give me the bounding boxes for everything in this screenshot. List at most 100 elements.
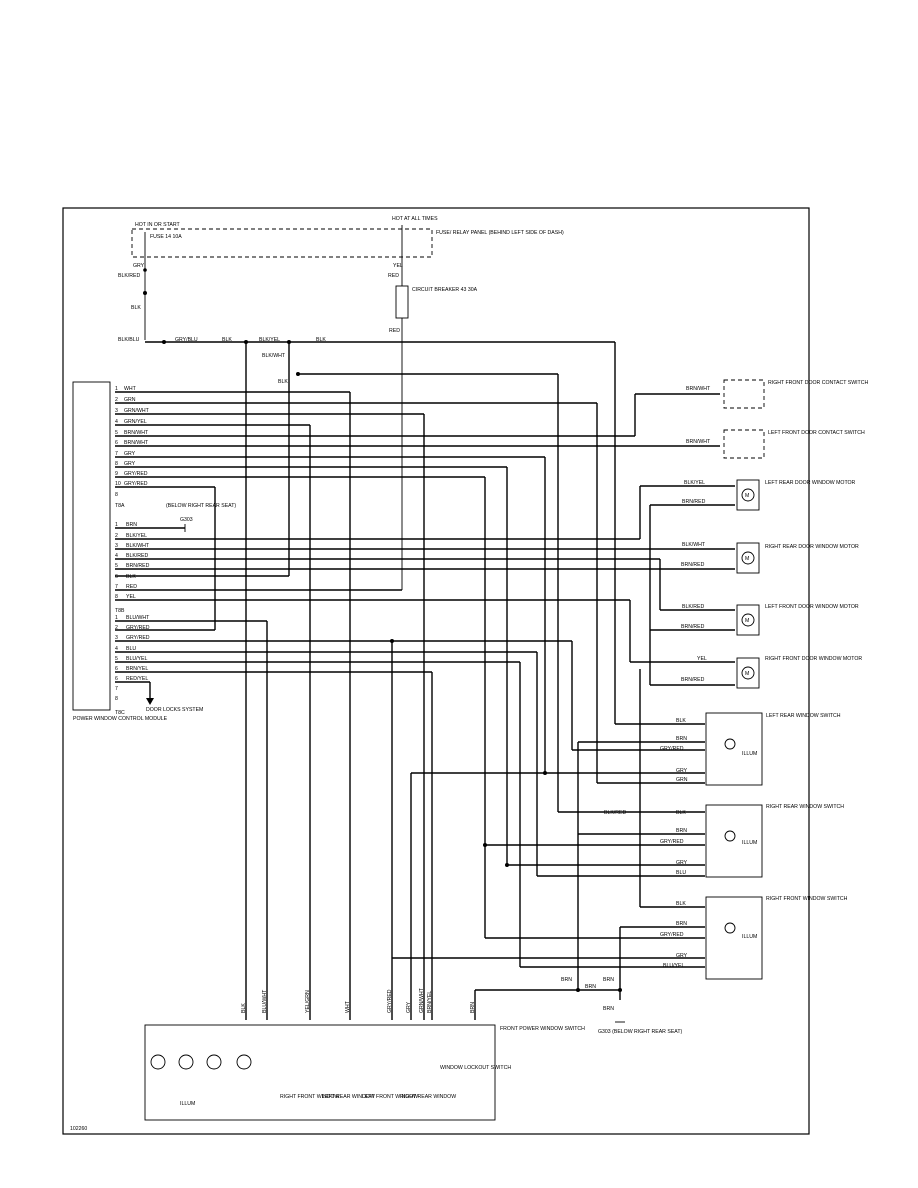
svg-text:WHT: WHT: [345, 1000, 351, 1013]
svg-text:8: 8: [115, 492, 118, 498]
svg-text:BRN: BRN: [561, 977, 572, 983]
svg-text:2: 2: [115, 625, 118, 631]
svg-text:BRN/WHT: BRN/WHT: [686, 439, 711, 445]
svg-text:5: 5: [115, 563, 118, 569]
svg-text:M: M: [745, 671, 749, 677]
svg-text:4: 4: [115, 553, 118, 559]
svg-text:BRN: BRN: [585, 984, 596, 990]
svg-text:6: 6: [115, 574, 118, 580]
svg-text:BLK/RED: BLK/RED: [118, 273, 140, 279]
svg-text:GRY: GRY: [133, 263, 145, 269]
svg-text:M: M: [745, 493, 749, 499]
module-label: POWER WINDOW CONTROL MODULE: [73, 716, 168, 722]
svg-text:GRN/WHT: GRN/WHT: [124, 408, 150, 414]
svg-text:6: 6: [115, 666, 118, 672]
svg-text:M: M: [745, 556, 749, 562]
svg-text:BLK/RED: BLK/RED: [604, 810, 626, 816]
svg-text:ILLUM: ILLUM: [742, 934, 757, 940]
left-rear-window-switch: [705, 712, 763, 786]
svg-text:BLK/WHT: BLK/WHT: [262, 353, 286, 359]
svg-text:GRY: GRY: [676, 768, 688, 774]
svg-text:8: 8: [115, 594, 118, 600]
svg-text:RIGHT REAR WINDOW: RIGHT REAR WINDOW: [400, 1094, 456, 1100]
svg-text:RIGHT FRONT DOOR WINDOW MOTOR: RIGHT FRONT DOOR WINDOW MOTOR: [765, 656, 862, 662]
svg-text:BLK: BLK: [316, 337, 326, 343]
svg-text:GRN: GRN: [676, 777, 688, 783]
svg-text:BRN/YEL: BRN/YEL: [427, 991, 433, 1013]
svg-text:BRN: BRN: [676, 921, 687, 927]
connector-t8a: T8A: [115, 503, 125, 509]
svg-text:YEL: YEL: [126, 594, 136, 600]
svg-text:GRY: GRY: [124, 451, 136, 457]
svg-text:GRN/YEL: GRN/YEL: [124, 419, 147, 425]
svg-text:BRN/RED: BRN/RED: [681, 677, 705, 683]
left-front-window-motor: M: [736, 604, 760, 636]
svg-text:BLK/YEL: BLK/YEL: [126, 533, 147, 539]
ground-id-label: G303: [180, 517, 193, 523]
svg-text:BLU/WHT: BLU/WHT: [262, 989, 268, 1013]
right-front-window-motor: M: [736, 657, 760, 689]
circuit-breaker: [395, 285, 409, 319]
svg-text:RIGHT FRONT DOOR CONTACT SWITC: RIGHT FRONT DOOR CONTACT SWITCH: [768, 380, 868, 386]
ground-g303-label: G303 (BELOW RIGHT REAR SEAT): [598, 1029, 683, 1035]
right-rear-window-switch: [705, 804, 763, 878]
svg-text:5: 5: [115, 430, 118, 436]
svg-text:BLK: BLK: [676, 901, 686, 907]
svg-text:1: 1: [115, 522, 118, 528]
svg-text:BRN/WHT: BRN/WHT: [686, 386, 711, 392]
right-front-window-switch: [705, 896, 763, 980]
svg-text:4: 4: [115, 646, 118, 652]
svg-text:6: 6: [115, 676, 118, 682]
svg-text:LEFT REAR DOOR WINDOW MOTOR: LEFT REAR DOOR WINDOW MOTOR: [765, 480, 856, 486]
svg-text:GRN/WHT: GRN/WHT: [419, 987, 425, 1013]
svg-text:BRN/RED: BRN/RED: [681, 562, 705, 568]
svg-text:LEFT REAR WINDOW SWITCH: LEFT REAR WINDOW SWITCH: [766, 713, 841, 719]
svg-text:GRY/RED: GRY/RED: [660, 932, 684, 938]
svg-text:GRY/RED: GRY/RED: [126, 625, 150, 631]
circuit-breaker-label: CIRCUIT BREAKER 43 30A: [412, 287, 478, 293]
svg-text:BRN/RED: BRN/RED: [682, 499, 706, 505]
svg-text:BLK: BLK: [126, 574, 136, 580]
svg-text:3: 3: [115, 635, 118, 641]
illum-lamps: [150, 1054, 252, 1070]
svg-text:ILLUM: ILLUM: [742, 840, 757, 846]
svg-text:FRONT POWER WINDOW SWITCH: FRONT POWER WINDOW SWITCH: [500, 1026, 585, 1032]
svg-text:2: 2: [115, 397, 118, 403]
svg-text:8: 8: [115, 696, 118, 702]
svg-text:BLU/YEL: BLU/YEL: [126, 656, 147, 662]
diagram-id: 102260: [70, 1126, 87, 1132]
svg-text:BLK: BLK: [241, 1003, 247, 1013]
svg-text:BLK: BLK: [676, 718, 686, 724]
svg-text:ILLUM: ILLUM: [742, 751, 757, 757]
hot-run-start-label: HOT IN OR START: [135, 222, 181, 228]
svg-text:BLU: BLU: [126, 646, 136, 652]
svg-text:BLK: BLK: [278, 379, 288, 385]
svg-text:ILLUM: ILLUM: [180, 1101, 195, 1107]
svg-text:BLU/WHT: BLU/WHT: [126, 615, 150, 621]
svg-text:4: 4: [115, 419, 118, 425]
svg-text:BLU: BLU: [676, 870, 686, 876]
svg-text:1: 1: [115, 615, 118, 621]
svg-text:M: M: [745, 618, 749, 624]
connector-t8b: T8B: [115, 608, 125, 614]
svg-text:YEL/GRN: YEL/GRN: [305, 990, 311, 1013]
svg-text:BLK/RED: BLK/RED: [126, 553, 148, 559]
svg-text:BRN: BRN: [676, 828, 687, 834]
svg-text:1: 1: [115, 386, 118, 392]
svg-text:RED: RED: [388, 273, 399, 279]
svg-text:GRY/RED: GRY/RED: [387, 989, 393, 1013]
svg-text:RED: RED: [389, 328, 400, 334]
svg-text:BLK: BLK: [131, 305, 141, 311]
front-power-window-switch: [144, 1024, 496, 1121]
power-window-control-module: [72, 381, 111, 711]
svg-text:6: 6: [115, 440, 118, 446]
svg-text:GRY/RED: GRY/RED: [124, 481, 148, 487]
svg-text:BRN: BRN: [603, 977, 614, 983]
svg-text:GRN: GRN: [124, 397, 136, 403]
svg-text:9: 9: [115, 471, 118, 477]
svg-text:10: 10: [115, 481, 121, 487]
svg-text:7: 7: [115, 584, 118, 590]
svg-text:GRY: GRY: [676, 860, 688, 866]
hot-at-all-times-label: HOT AT ALL TIMES: [392, 216, 438, 222]
svg-text:YEL: YEL: [697, 656, 707, 662]
